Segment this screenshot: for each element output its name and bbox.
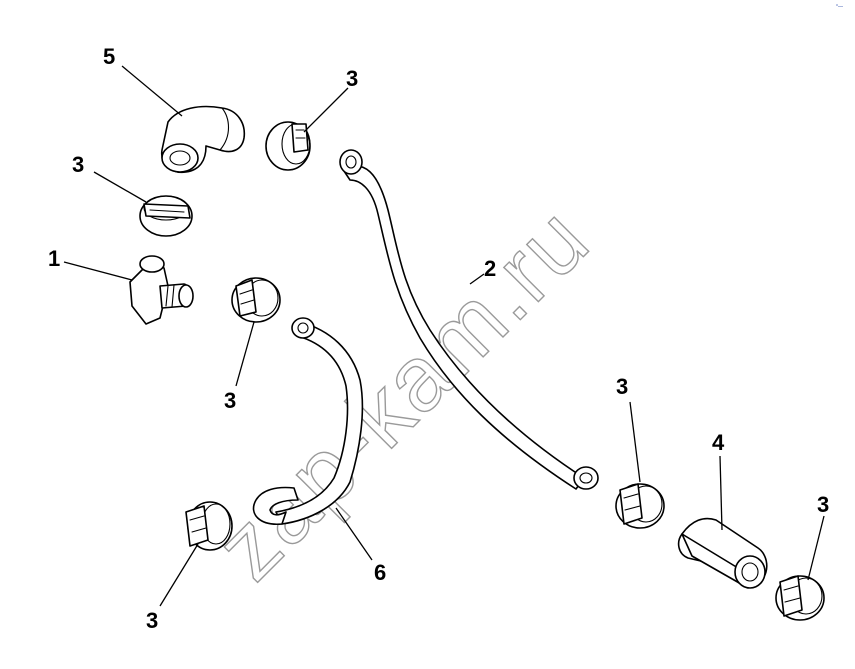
callout-part-3-d: 3 <box>146 608 158 633</box>
callout-part-1: 1 <box>48 246 60 271</box>
pipe-part-6 <box>252 317 364 525</box>
callout-part-3-f: 3 <box>817 492 829 517</box>
hose-part-4 <box>677 517 768 589</box>
callout-part-3-a: 3 <box>346 66 358 91</box>
callout-labels: 5 3 3 1 2 3 3 4 3 6 3 <box>48 44 829 633</box>
callout-part-6: 6 <box>374 560 386 585</box>
callout-part-3-c: 3 <box>224 388 236 413</box>
clamp-part-3-f <box>775 575 825 621</box>
callout-part-3-b: 3 <box>72 152 84 177</box>
corner-mark: °— <box>836 4 843 10</box>
clamp-part-3-c <box>231 277 281 323</box>
pipe-part-2 <box>339 149 599 490</box>
elbow-hose-part-5 <box>161 105 246 174</box>
clamp-part-3-d <box>185 501 233 551</box>
callout-part-5: 5 <box>103 44 115 69</box>
clamp-part-3-b <box>139 195 193 237</box>
elbow-fitting-part-1 <box>129 255 194 325</box>
clamp-part-3-a <box>265 121 311 171</box>
watermark-text: zap-kam.ru <box>197 188 609 600</box>
callout-part-3-e: 3 <box>616 374 628 399</box>
leader-lines <box>63 65 825 607</box>
callout-part-4: 4 <box>712 430 725 455</box>
clamp-part-3-e <box>615 483 665 529</box>
callout-part-2: 2 <box>484 256 496 281</box>
